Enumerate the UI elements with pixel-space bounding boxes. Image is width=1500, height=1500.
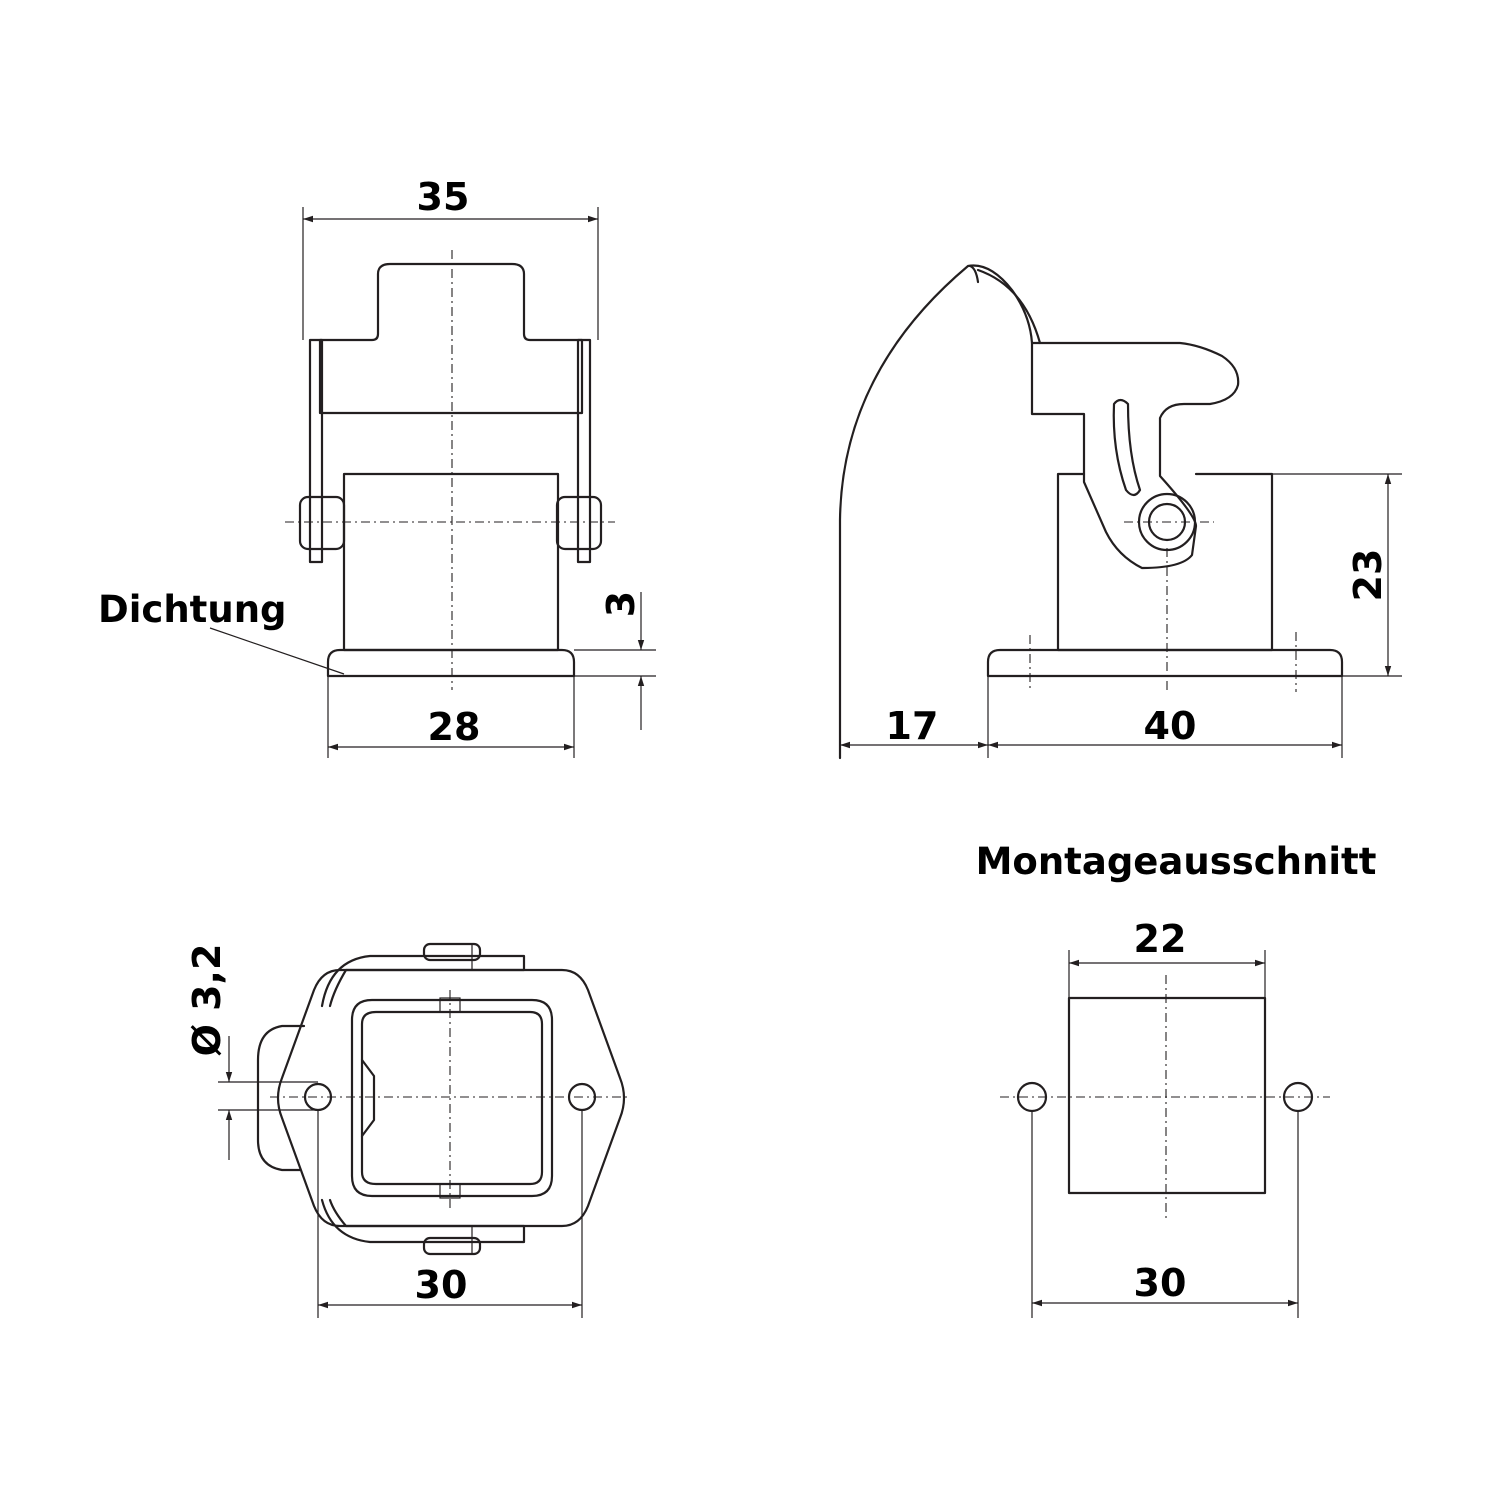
- side-hood: [838, 264, 1034, 760]
- dim-30-cutout: [1031, 1112, 1299, 1318]
- dim-17-text: 17: [886, 704, 939, 748]
- front-body: [342, 472, 560, 652]
- bottom-bottom-lever: [320, 1198, 526, 1244]
- side-latch-slot: [1112, 398, 1142, 497]
- dim-30-bottom-text: 30: [415, 1263, 468, 1307]
- dim-23: [1272, 473, 1402, 677]
- side-body: [1056, 472, 1274, 652]
- bottom-flange-outline: [276, 968, 626, 1228]
- dim-23-text: 23: [1346, 549, 1390, 602]
- dim-40: [988, 676, 1343, 758]
- dim-3: [574, 592, 656, 730]
- front-flange: [326, 648, 576, 678]
- dim-diameter: [218, 1036, 318, 1160]
- montageausschnitt-title: Montageausschnitt: [976, 840, 1377, 883]
- bottom-top-pin: [422, 942, 482, 962]
- bottom-bottom-pin: [422, 1236, 482, 1256]
- side-flange: [986, 648, 1344, 678]
- bottom-view: [256, 942, 628, 1256]
- dim-3-text: 3: [599, 591, 643, 617]
- dim-22: [1068, 950, 1266, 998]
- dim-35: [302, 207, 599, 340]
- dim-40-text: 40: [1144, 704, 1197, 748]
- dim-diameter-text: Ø 3,2: [185, 944, 229, 1057]
- dichtung-leader: [209, 627, 345, 675]
- front-right-lever: [576, 338, 592, 564]
- cutout-rectangle: [1067, 996, 1267, 1195]
- dim-28-text: 28: [428, 705, 481, 749]
- side-hood-band: [976, 268, 1042, 345]
- dim-28: [327, 676, 575, 758]
- bottom-top-lever: [320, 954, 526, 1008]
- cutout-view: [1000, 975, 1330, 1218]
- side-hood-inner: [968, 264, 980, 284]
- side-view: [838, 264, 1344, 760]
- dim-22-text: 22: [1134, 917, 1187, 961]
- bottom-side-lever: [256, 1024, 306, 1172]
- dichtung-label: Dichtung: [98, 588, 287, 631]
- front-left-lever: [308, 338, 324, 564]
- bottom-inner-outer: [350, 998, 554, 1198]
- dim-30-cutout-text: 30: [1134, 1261, 1187, 1305]
- dim-30-bottom: [317, 1110, 583, 1318]
- bottom-inner-inner: [360, 1010, 544, 1186]
- dim-35-text: 35: [417, 175, 470, 219]
- front-view: [209, 250, 615, 690]
- bottom-key-notch: [360, 1058, 376, 1138]
- front-hood: [318, 262, 584, 415]
- side-latch-lever: [1030, 341, 1240, 570]
